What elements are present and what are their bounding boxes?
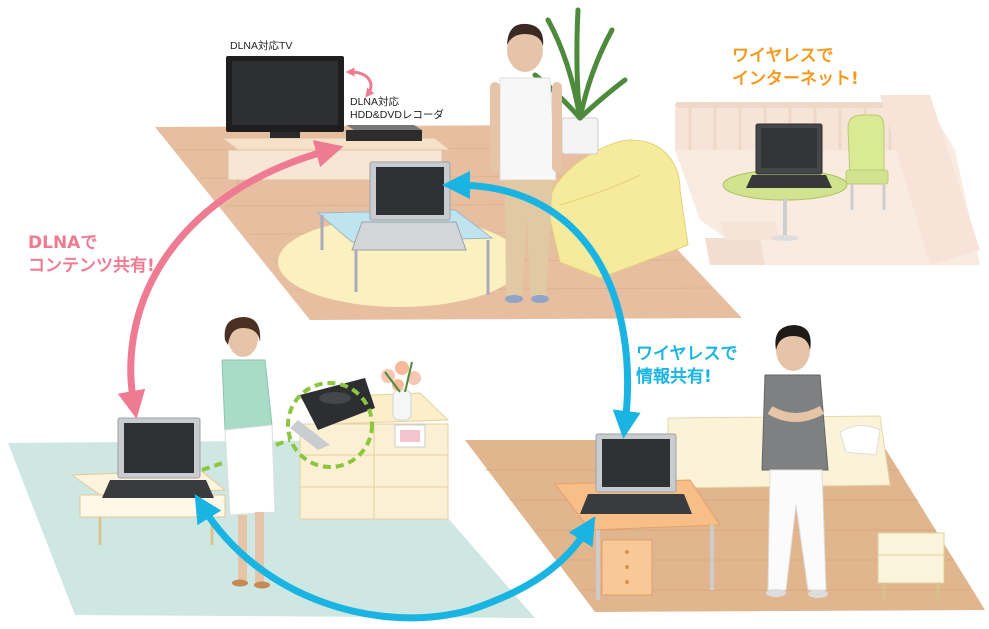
right-room bbox=[465, 325, 985, 612]
person-man-standing bbox=[761, 325, 829, 598]
living-room bbox=[155, 7, 742, 320]
connection-arrows bbox=[117, 67, 641, 622]
dlna-share-arrow bbox=[117, 140, 344, 419]
label-wireless-internet-line2: インターネット! bbox=[732, 68, 859, 89]
balcony-room bbox=[675, 95, 980, 265]
wireless-info-share-arrow-upper bbox=[442, 171, 641, 439]
laptop-right-base bbox=[580, 494, 692, 514]
flowers bbox=[381, 361, 421, 393]
label-dlna-share-line2: コンテンツ共有! bbox=[28, 255, 155, 276]
tv-recorder-arrow bbox=[345, 67, 375, 98]
recorder-body bbox=[346, 130, 422, 141]
label-dlna-share-line1: DLNAで bbox=[28, 233, 98, 253]
laptop-left-base bbox=[102, 480, 214, 498]
label-wireless-info-line1: ワイヤレスで bbox=[636, 344, 738, 364]
label-wireless-internet-line1: ワイヤレスで bbox=[732, 46, 834, 66]
label-dlna-share: DLNAで コンテンツ共有! bbox=[28, 232, 155, 278]
wireless-info-share-arrow-lower bbox=[194, 494, 596, 622]
side-table bbox=[877, 532, 945, 584]
plant-pot bbox=[561, 117, 599, 155]
label-dlna-recorder-line2: HDD&DVDレコーダ bbox=[350, 109, 444, 122]
label-wireless-info: ワイヤレスで 情報共有! bbox=[636, 343, 738, 389]
label-dlna-tv: DLNA対応TV bbox=[230, 40, 293, 52]
label-dlna-recorder: DLNA対応 HDD&DVDレコーダ bbox=[350, 96, 444, 122]
balcony-chair bbox=[847, 114, 885, 179]
laptop-living-base bbox=[351, 221, 467, 251]
label-dlna-recorder-line1: DLNA対応 bbox=[350, 96, 400, 108]
label-wireless-info-line2: 情報共有! bbox=[636, 366, 712, 387]
label-wireless-internet: ワイヤレスで インターネット! bbox=[732, 45, 859, 91]
